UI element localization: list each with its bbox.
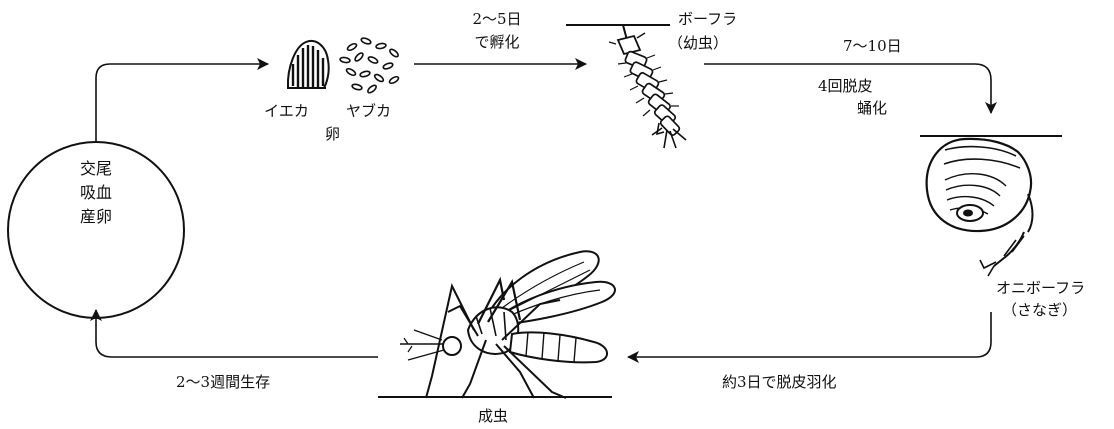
transition-larva-to-pupa-molt: 4回脱皮 (818, 76, 873, 96)
culex-egg-raft-icon (287, 41, 329, 88)
circle-line-mating: 交尾 (10, 157, 182, 181)
aedes-eggs-icon (340, 37, 400, 94)
transition-adult-to-circle: 2〜3週間生存 (176, 372, 270, 392)
adult-name: 成虫 (478, 406, 508, 426)
pupa-name: オニボーフラ (996, 278, 1085, 298)
adult-mosquito-icon (378, 251, 615, 398)
circle-line-egg-laying: 産卵 (10, 205, 182, 229)
larva-sub: （幼虫） (668, 33, 728, 53)
larva-name: ボーフラ (678, 9, 737, 29)
circle-line-blood-feeding: 吸血 (10, 181, 182, 205)
transition-pupa-to-adult: 約3日で脱皮羽化 (722, 372, 837, 392)
transition-eggs-to-larva-days: 2〜5日 (447, 9, 547, 29)
transition-larva-to-pupa-days: 7〜10日 (843, 36, 902, 56)
start-circle-text: 交尾 吸血 産卵 (10, 157, 182, 229)
pupa-icon (920, 136, 1062, 276)
transition-eggs-to-larva-hatch: で孵化 (447, 32, 547, 52)
pupa-sub: （さなぎ） (1002, 300, 1077, 320)
arrow-circle-to-eggs (96, 64, 268, 141)
arrow-pupa-to-adult (628, 312, 991, 357)
egg-label-culex: イエカ (264, 101, 309, 121)
transition-larva-to-pupa-pupate: 蛹化 (857, 98, 887, 118)
arrow-adult-to-circle (96, 310, 378, 357)
egg-label-aedes: ヤブカ (346, 101, 391, 121)
egg-name: 卵 (325, 124, 340, 144)
